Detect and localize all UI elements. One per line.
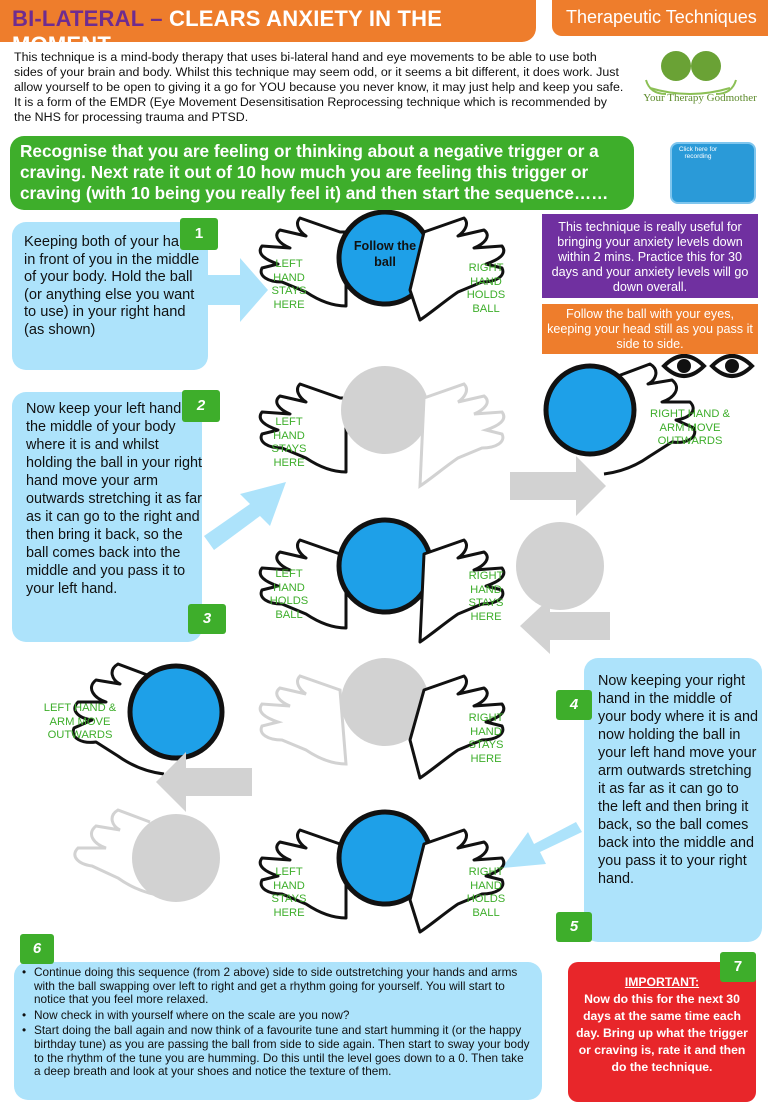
important-box: IMPORTANT: Now do this for the next 30 d… (568, 962, 756, 1102)
arrow-right-grey-1 (510, 456, 606, 516)
instruction-banner: Recognise that you are feeling or thinki… (10, 136, 634, 210)
important-heading: IMPORTANT: (624, 975, 700, 989)
arrow-right-1 (208, 258, 268, 322)
step-number-4: 4 (556, 690, 592, 720)
step-number-1: 1 (180, 218, 218, 250)
bullet-1: Continue doing this sequence (from 2 abo… (20, 965, 532, 1007)
step-number-5: 5 (556, 912, 592, 942)
step-number-3: 3 (188, 604, 226, 634)
label-right-holds-1: RIGHT HAND HOLDS BALL (466, 262, 506, 315)
label-left-stays-1: LEFT HAND STAYS HERE (271, 258, 307, 311)
recording-label[interactable]: Click here for recording (678, 146, 718, 160)
bullet-3: Start doing the ball again and now think… (20, 1024, 532, 1078)
page-title: BI-LATERAL – CLEARS ANXIETY IN THE MOMEN… (0, 0, 536, 57)
bullet-2: Now check in with yourself where on the … (20, 1008, 532, 1023)
info-box-eyes: Follow the ball with your eyes, keeping … (542, 304, 758, 354)
hands-step4 (71, 658, 506, 780)
hands-step3 (258, 517, 604, 644)
hands-step2 (258, 362, 697, 489)
label-right-moves: RIGHT HAND & ARM MOVE OUTWARDS (650, 408, 730, 448)
arrow-left-grey-1 (520, 598, 610, 654)
step-2-text: Now keep your left hand in the middle of… (12, 392, 202, 642)
hands-step1 (258, 209, 506, 322)
important-text: Now do this for the next 30 days at the … (576, 992, 748, 1074)
label-left-stays-2: LEFT HAND STAYS HERE (271, 416, 307, 469)
step-number-6: 6 (20, 934, 54, 964)
continuation-instructions: Continue doing this sequence (from 2 abo… (14, 962, 542, 1100)
arrow-left-grey-2 (156, 752, 252, 812)
hands-step5 (73, 808, 506, 934)
intro-paragraph: This technique is a mind-body therapy th… (14, 50, 624, 124)
label-right-stays-1: RIGHT HAND STAYS HERE (468, 570, 504, 623)
title-part-1: BI-LATERAL – (12, 6, 163, 31)
label-right-holds-2: RIGHT HAND HOLDS BALL (466, 866, 506, 919)
eyes-icon (661, 354, 755, 378)
label-right-stays-2: RIGHT HAND STAYS HERE (468, 712, 504, 765)
label-left-stays-3: LEFT HAND STAYS HERE (271, 866, 307, 919)
arrow-down-left-4 (502, 822, 582, 868)
step-number-7: 7 (720, 952, 756, 982)
label-left-moves: LEFT HAND & ARM MOVE OUTWARDS (43, 702, 117, 742)
logo-figures (645, 51, 737, 95)
arrow-up-right-2 (204, 482, 286, 550)
category-tag: Therapeutic Techniques (552, 0, 768, 36)
step-number-2: 2 (182, 390, 220, 422)
follow-ball-text: Follow the ball (353, 239, 417, 269)
step-4-text: Now keeping your right hand in the middl… (584, 658, 762, 942)
info-box-anxiety: This technique is really useful for brin… (542, 214, 758, 298)
title-part-2: CLEARS ANXIETY IN THE MOMENT (12, 6, 443, 57)
label-left-holds: LEFT HAND HOLDS BALL (269, 568, 309, 621)
logo-text: Your Therapy Godmother (643, 92, 757, 104)
step-1-text: Keeping both of your hands in front of y… (12, 222, 208, 370)
recording-button[interactable] (670, 142, 756, 204)
